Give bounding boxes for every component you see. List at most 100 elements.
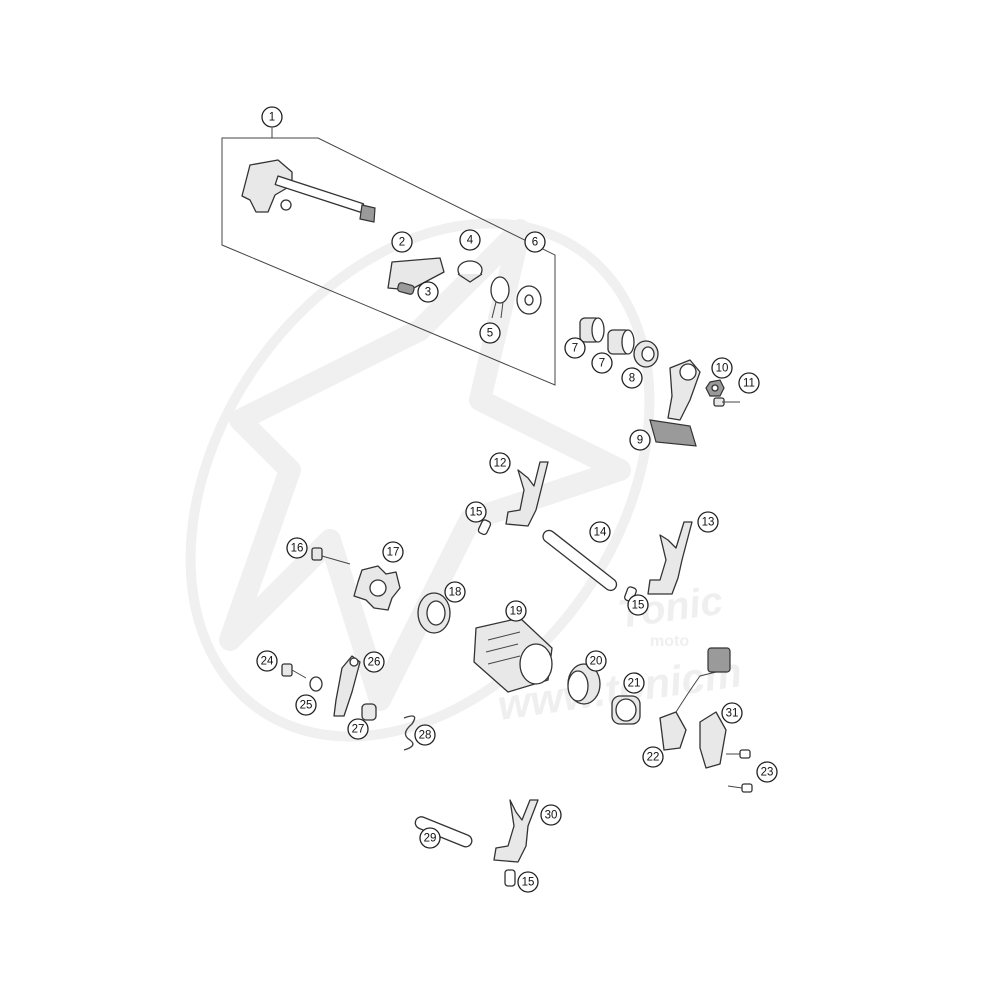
callout-c3: 3	[417, 281, 439, 303]
part-return-spring	[490, 276, 510, 319]
callout-number: 11	[743, 378, 755, 390]
callout-c23: 23	[756, 761, 778, 783]
callout-c14: 14	[589, 521, 611, 543]
callout-circle	[738, 372, 760, 394]
callout-number: 31	[726, 708, 739, 720]
part-seal-8	[633, 340, 659, 368]
part-bushing-7a	[579, 317, 605, 343]
watermark-sub: moto	[650, 633, 689, 650]
callout-number: 15	[470, 507, 483, 519]
callout-c25: 25	[295, 694, 317, 716]
callout-number: 23	[761, 767, 774, 779]
callout-number: 16	[291, 543, 304, 555]
callout-number: 3	[425, 287, 431, 299]
callout-circle	[347, 718, 369, 740]
callout-number: 14	[594, 527, 607, 539]
callout-circle	[711, 357, 733, 379]
part-shift-fork-30	[493, 799, 539, 863]
callout-c24: 24	[256, 650, 278, 672]
part-bolt-11	[713, 397, 740, 407]
callout-c7a: 7	[564, 337, 586, 359]
callout-circle	[564, 337, 586, 359]
part-clip	[457, 260, 483, 283]
callout-circle	[589, 521, 611, 543]
callout-c7b: 7	[591, 352, 613, 374]
callout-number: 7	[572, 343, 578, 355]
part-spring-28	[403, 715, 416, 751]
callout-circle	[517, 871, 539, 893]
callout-c28: 28	[414, 724, 436, 746]
callout-circle	[629, 429, 651, 451]
part-shift-rod-14	[542, 529, 618, 592]
part-bearing-20	[567, 663, 601, 705]
callout-circle	[489, 452, 511, 474]
callout-circle	[444, 581, 466, 603]
callout-number: 27	[352, 724, 365, 736]
part-bushing-7b	[607, 329, 635, 355]
callout-number: 30	[545, 810, 558, 822]
callout-circle	[756, 761, 778, 783]
callout-number: 10	[716, 363, 729, 375]
callout-c13: 13	[697, 511, 719, 533]
callout-number: 20	[590, 656, 603, 668]
callout-number: 19	[510, 606, 523, 618]
callout-circle	[642, 746, 664, 768]
callout-number: 7	[599, 358, 605, 370]
callout-c18: 18	[444, 581, 466, 603]
callout-c20: 20	[585, 650, 607, 672]
part-shift-fork-13	[647, 521, 693, 595]
callout-circle	[540, 804, 562, 826]
part-sensor-housing-22	[659, 647, 731, 751]
callout-c4: 4	[459, 229, 481, 251]
callout-number: 2	[399, 237, 405, 249]
callout-circle	[585, 650, 607, 672]
callout-number: 21	[628, 678, 641, 690]
callout-c27: 27	[347, 718, 369, 740]
callout-circle	[363, 651, 385, 673]
part-roller-27	[361, 703, 377, 721]
part-nut	[705, 379, 725, 397]
callout-number: 28	[419, 730, 432, 742]
part-bracket-31	[699, 711, 727, 769]
callout-c11: 11	[738, 372, 760, 394]
part-bearing-18	[417, 592, 451, 634]
part-spring	[397, 282, 415, 295]
callout-c1: 1	[261, 106, 283, 128]
callout-number: 26	[368, 657, 381, 669]
callout-number: 4	[467, 235, 474, 247]
callout-number: 25	[300, 700, 313, 712]
callout-circle	[391, 231, 413, 253]
part-bolt-16	[311, 547, 351, 565]
callout-circle	[524, 231, 546, 253]
callout-c26: 26	[363, 651, 385, 673]
part-washer-25	[309, 676, 323, 692]
part-shift-star-17	[353, 565, 401, 611]
callout-circle	[697, 511, 719, 533]
callout-number: 15	[632, 600, 645, 612]
part-pin-15a	[477, 519, 492, 536]
callout-circle	[459, 229, 481, 251]
callout-circle	[721, 702, 743, 724]
callout-number: 18	[449, 587, 462, 599]
callout-c30: 30	[540, 804, 562, 826]
callout-circle	[417, 281, 439, 303]
part-pin-15c	[504, 869, 516, 887]
callout-number: 24	[261, 656, 274, 668]
callout-c15a: 15	[465, 501, 487, 523]
part-shift-rod-29	[414, 816, 473, 848]
part-washer-6	[516, 285, 542, 315]
callout-circle	[627, 594, 649, 616]
part-shift-shaft	[241, 159, 376, 223]
callout-circle	[623, 672, 645, 694]
part-shift-plate	[387, 257, 445, 291]
callout-circle	[256, 650, 278, 672]
callout-number: 1	[269, 112, 275, 124]
callout-number: 17	[387, 547, 400, 559]
callout-c6: 6	[524, 231, 546, 253]
callout-c17: 17	[382, 541, 404, 563]
callout-number: 12	[494, 458, 507, 470]
callout-c12: 12	[489, 452, 511, 474]
callout-number: 29	[424, 833, 437, 845]
callout-c21: 21	[623, 672, 645, 694]
